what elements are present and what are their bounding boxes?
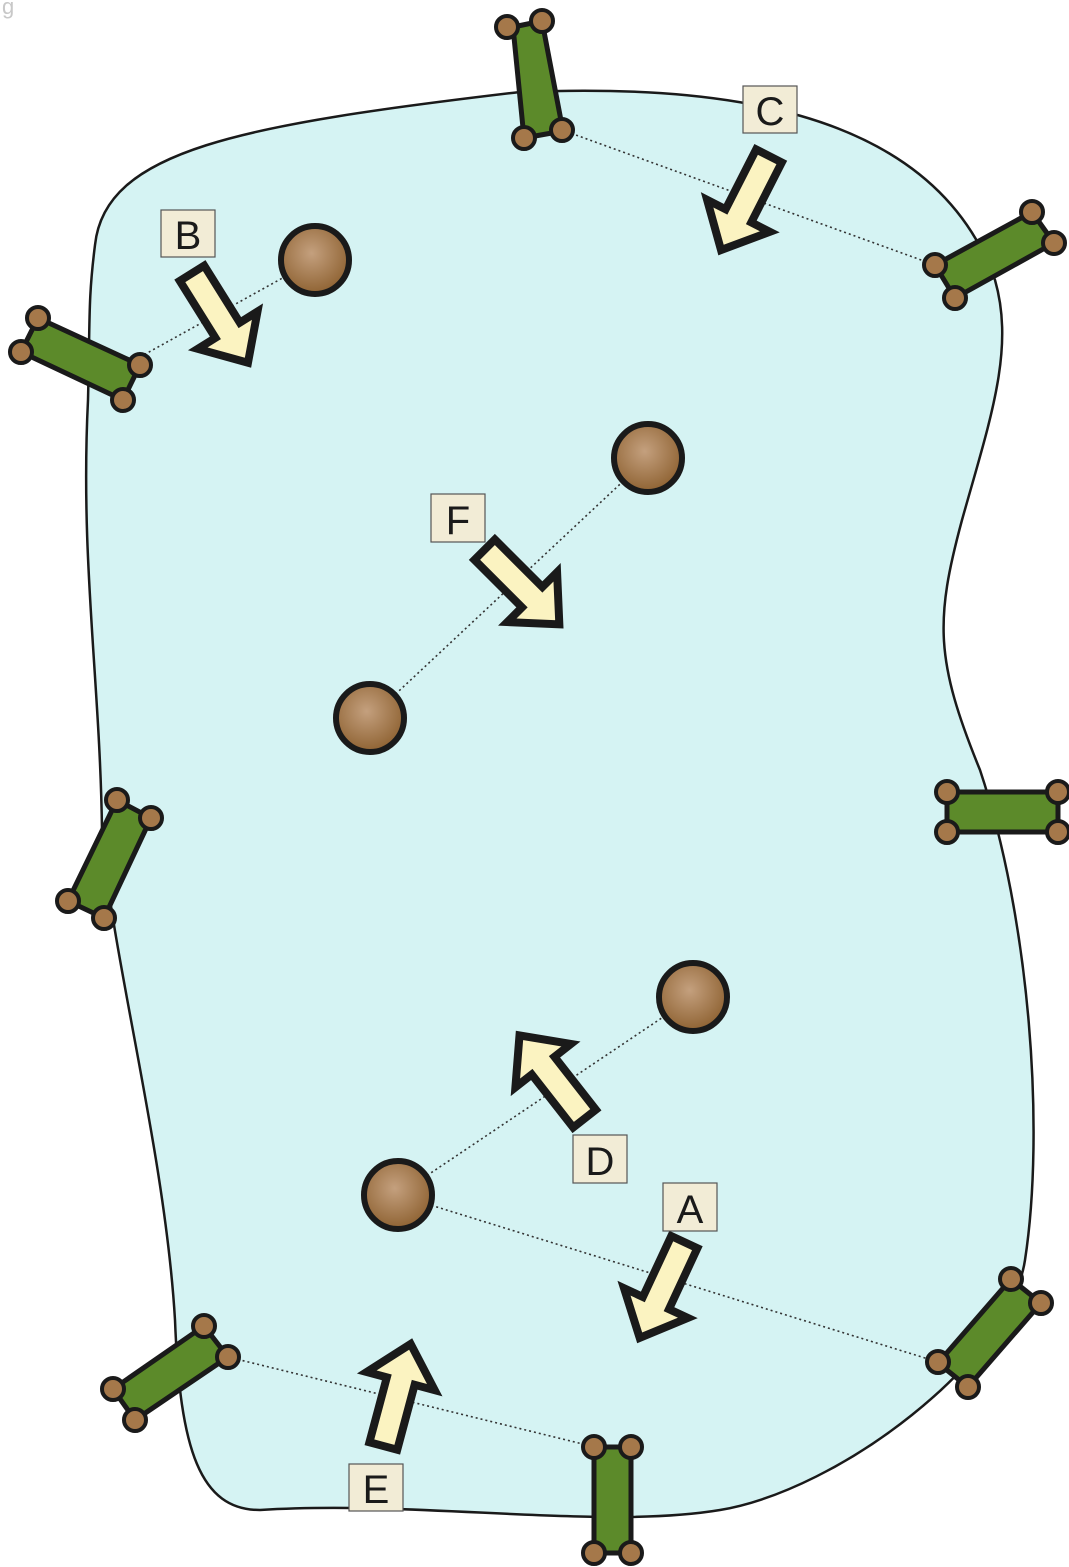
label-C: C [743, 86, 797, 134]
particle-F-upper [614, 424, 682, 492]
label-E: E [349, 1464, 403, 1512]
svg-text:B: B [175, 214, 202, 258]
receptor-bottom [583, 1436, 642, 1564]
label-D: D [573, 1135, 627, 1184]
label-F: F [431, 494, 485, 543]
svg-text:D: D [586, 1140, 615, 1184]
particle-D [659, 963, 727, 1031]
svg-text:E: E [363, 1468, 390, 1512]
svg-text:C: C [756, 90, 785, 134]
particle-center-bottom [364, 1161, 432, 1229]
label-A: A [663, 1183, 717, 1232]
label-B: B [161, 210, 215, 258]
particle-F-lower [336, 684, 404, 752]
particle-B [281, 226, 349, 294]
svg-text:F: F [446, 499, 470, 543]
receptor-right-middle [936, 781, 1069, 843]
svg-text:A: A [677, 1188, 704, 1232]
